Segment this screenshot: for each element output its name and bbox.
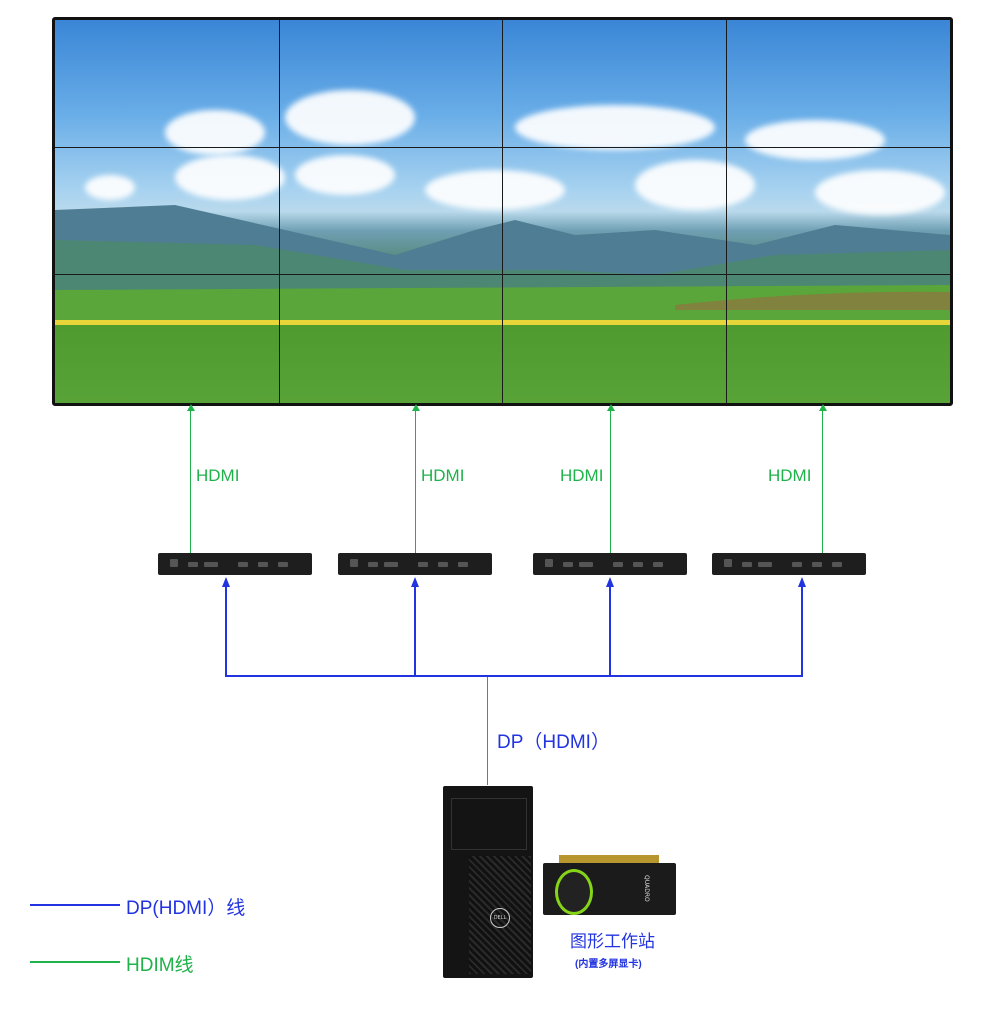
arrow-up-icon	[607, 404, 615, 411]
legend-hdmi-swatch	[30, 961, 120, 963]
splicing-controller	[533, 553, 687, 575]
dp-line-1	[225, 585, 227, 676]
hdmi-line-3	[610, 410, 611, 553]
trunk-line	[487, 677, 488, 785]
dp-line-4	[801, 585, 803, 676]
splicing-controller	[338, 553, 492, 575]
hdmi-label: HDMI	[421, 466, 465, 485]
video-wall	[52, 17, 953, 406]
splicing-controller	[158, 553, 312, 575]
dell-logo: DELL	[490, 908, 510, 928]
arrow-up-icon	[411, 577, 419, 587]
splicing-controller	[712, 553, 866, 575]
hdmi-label: HDMI	[196, 466, 240, 485]
trunk-label: DP（HDMI）	[497, 732, 610, 753]
hdmi-label: HDMI	[768, 466, 812, 485]
dp-line-3	[609, 585, 611, 676]
quadro-logo: QUADRO	[643, 875, 650, 902]
legend-dp-label: DP(HDMI）线	[126, 898, 246, 919]
arrow-up-icon	[222, 577, 230, 587]
hdmi-label: HDMI	[560, 466, 604, 485]
arrow-up-icon	[819, 404, 827, 411]
arrow-up-icon	[798, 577, 806, 587]
legend-hdmi-label: HDIM线	[126, 955, 194, 976]
arrow-up-icon	[412, 404, 420, 411]
workstation-subtitle: (内置多屏显卡)	[575, 959, 642, 970]
dp-line-2	[414, 585, 416, 676]
arrow-up-icon	[606, 577, 614, 587]
hdmi-line-1	[190, 410, 191, 553]
dp-bus-line	[225, 675, 803, 677]
legend-dp-swatch	[30, 904, 120, 906]
workstation-title: 图形工作站	[570, 932, 655, 951]
arrow-up-icon	[187, 404, 195, 411]
graphics-card: QUADRO	[543, 863, 676, 915]
workstation-tower: DELL	[443, 786, 533, 978]
hdmi-line-4	[822, 410, 823, 553]
hdmi-line-2	[415, 410, 416, 553]
